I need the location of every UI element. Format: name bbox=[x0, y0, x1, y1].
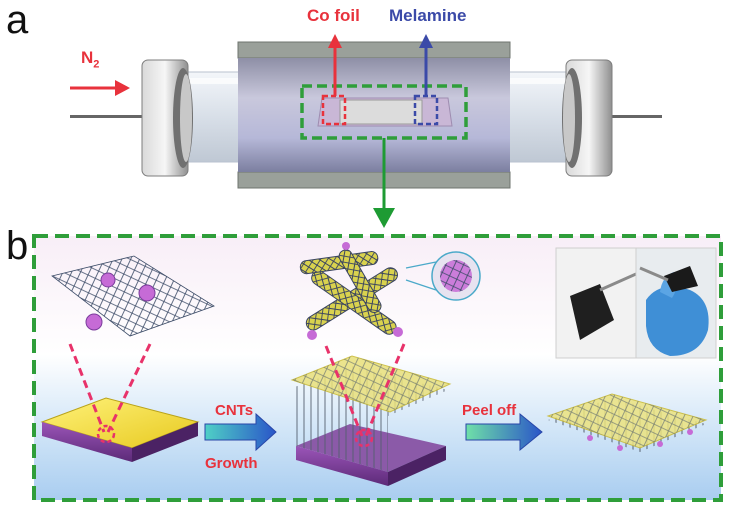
co-foil-sample bbox=[339, 99, 423, 125]
co-foil-label: Co foil bbox=[307, 6, 360, 25]
catalyst-particle bbox=[138, 284, 156, 302]
right-flange bbox=[562, 59, 613, 177]
growth-step-label: Growth bbox=[205, 455, 258, 472]
co-foil-arrow bbox=[328, 34, 342, 96]
melamine-label: Melamine bbox=[389, 6, 467, 25]
catalyst-mesh bbox=[51, 255, 215, 337]
n2-flow-arrow bbox=[70, 80, 130, 96]
peel-off-step-label: Peel off bbox=[462, 402, 517, 419]
growth-step-arrow bbox=[204, 412, 277, 452]
n2-label-main: N bbox=[81, 48, 94, 67]
reaction-zone-box bbox=[300, 84, 468, 140]
photo-film-in-tweezers bbox=[555, 247, 637, 359]
left-rod bbox=[70, 115, 150, 118]
panel-a-letter: a bbox=[6, 0, 29, 42]
cnt-bundle bbox=[299, 242, 403, 340]
panel-b-diagram bbox=[32, 234, 723, 502]
peeled-cnt-film bbox=[546, 393, 708, 452]
furnace-bottom-rail bbox=[237, 171, 511, 189]
left-flange bbox=[141, 59, 193, 177]
substrate-before-growth bbox=[40, 397, 200, 462]
panel-b-frame bbox=[32, 234, 723, 502]
n2-label: N2 bbox=[81, 48, 99, 70]
callout-lines-1 bbox=[68, 343, 152, 444]
n2-label-subscript: 2 bbox=[93, 58, 100, 71]
catalyst-particle bbox=[100, 272, 116, 288]
callout-lines-2 bbox=[324, 343, 406, 448]
peel-off-step-arrow bbox=[465, 412, 543, 452]
right-rod bbox=[600, 115, 662, 118]
panel-b-letter: b bbox=[6, 224, 29, 268]
cnts-step-label: CNTs bbox=[215, 402, 254, 419]
zoom-arrow bbox=[373, 138, 395, 228]
substrate-after-growth bbox=[290, 355, 452, 486]
panel-a-diagram bbox=[70, 34, 662, 228]
melamine-arrow bbox=[419, 34, 433, 96]
catalyst-particle bbox=[85, 313, 103, 331]
furnace-top-rail bbox=[237, 41, 511, 59]
photo-gloved-hand bbox=[635, 247, 717, 359]
nanoparticle-zoom bbox=[405, 251, 481, 301]
